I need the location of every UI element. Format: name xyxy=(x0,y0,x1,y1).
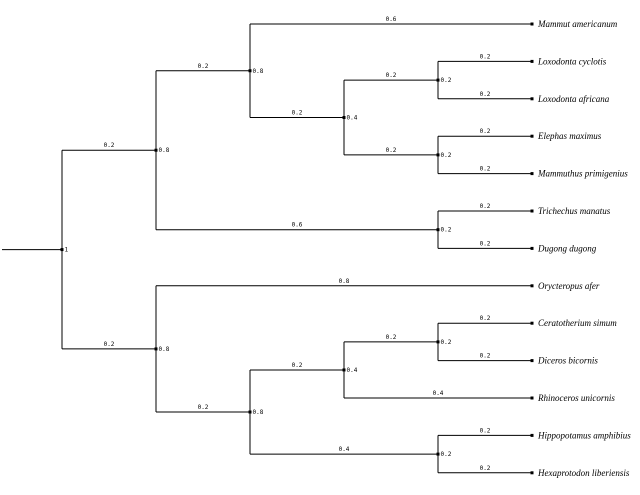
node-support-label: 0.2 xyxy=(441,77,452,84)
node-support-label: 0.2 xyxy=(441,152,452,159)
node-support-label: 0.8 xyxy=(159,346,170,353)
leaf-node-marker xyxy=(530,97,534,101)
branch-length-label: 0.2 xyxy=(480,427,491,434)
branch-length-label: 0.2 xyxy=(480,91,491,98)
taxon-label: Loxodonta africana xyxy=(537,94,610,104)
leaf-node-marker xyxy=(530,471,534,475)
internal-node-marker xyxy=(60,248,64,252)
internal-node-marker xyxy=(436,228,440,232)
node-support-label: 0.8 xyxy=(253,68,264,75)
leaf-node-marker xyxy=(530,433,534,437)
branch-length-label: 0.2 xyxy=(480,128,491,135)
node-support-label: 0.4 xyxy=(347,115,358,122)
taxon-label: Hexaprotodon liberiensis xyxy=(537,468,630,478)
branch-length-label: 0.2 xyxy=(480,166,491,173)
node-support-label: 0.4 xyxy=(347,367,358,374)
node-support-label: 0.2 xyxy=(441,451,452,458)
branch-length-label: 0.2 xyxy=(386,147,397,154)
internal-node-marker xyxy=(342,368,346,372)
node-support-label: 1 xyxy=(65,247,69,254)
branch-length-label: 0.2 xyxy=(104,341,115,348)
internal-node-marker xyxy=(436,452,440,456)
node-support-label: 0.8 xyxy=(253,409,264,416)
taxon-label: Rhinoceros unicornis xyxy=(537,393,615,403)
branch-length-label: 0.2 xyxy=(198,404,209,411)
branch-length-label: 0.2 xyxy=(480,53,491,60)
internal-node-marker xyxy=(436,340,440,344)
branch-length-label: 0.2 xyxy=(480,240,491,247)
leaf-node-marker xyxy=(530,59,534,63)
branch-length-label: 0.2 xyxy=(480,353,491,360)
internal-node-marker xyxy=(248,69,252,73)
branch-length-label: 0.2 xyxy=(198,63,209,70)
branch-length-label: 0.6 xyxy=(292,222,303,229)
taxon-label: Diceros bicornis xyxy=(537,356,598,366)
branch-length-label: 0.4 xyxy=(433,390,444,397)
node-support-label: 0.2 xyxy=(441,339,452,346)
leaf-node-marker xyxy=(530,134,534,138)
branch-length-label: 0.2 xyxy=(292,110,303,117)
branch-length-label: 0.2 xyxy=(386,334,397,341)
branch-length-label: 0.8 xyxy=(339,278,350,285)
internal-node-marker xyxy=(154,148,158,152)
branch-length-label: 0.2 xyxy=(104,142,115,149)
branch-length-label: 0.2 xyxy=(480,465,491,472)
internal-node-marker xyxy=(154,347,158,351)
taxon-label: Ceratotherium simum xyxy=(538,318,617,328)
leaf-node-marker xyxy=(530,396,534,400)
taxon-label: Dugong dugong xyxy=(537,243,597,253)
taxon-label: Mammuthus primigenius xyxy=(537,169,628,179)
leaf-node-marker xyxy=(530,321,534,325)
branch-length-label: 0.6 xyxy=(386,16,397,23)
leaf-node-marker xyxy=(530,172,534,176)
node-support-label: 0.8 xyxy=(159,147,170,154)
internal-node-marker xyxy=(342,116,346,119)
internal-node-marker xyxy=(436,78,440,82)
leaf-node-marker xyxy=(530,209,534,213)
branch-length-label: 0.2 xyxy=(480,203,491,210)
taxon-label: Elephas maximus xyxy=(537,131,602,141)
leaf-node-marker xyxy=(530,284,534,288)
taxon-label: Mammut americanum xyxy=(537,19,618,29)
internal-node-marker xyxy=(436,153,440,157)
leaf-node-marker xyxy=(530,246,534,250)
node-support-label: 0.2 xyxy=(441,227,452,234)
taxon-label: Orycteropus afer xyxy=(538,281,600,291)
taxon-label: Loxodonta cyclotis xyxy=(537,56,607,66)
taxon-label: Hippopotamus amphibius xyxy=(537,430,631,440)
branch-length-label: 0.2 xyxy=(480,315,491,322)
internal-node-marker xyxy=(248,410,252,414)
leaf-node-marker xyxy=(530,22,534,26)
branch-length-label: 0.4 xyxy=(339,446,350,453)
taxon-label: Trichechus manatus xyxy=(538,206,611,216)
branch-length-label: 0.2 xyxy=(386,72,397,79)
branch-length-label: 0.2 xyxy=(292,362,303,369)
leaf-node-marker xyxy=(530,359,534,363)
